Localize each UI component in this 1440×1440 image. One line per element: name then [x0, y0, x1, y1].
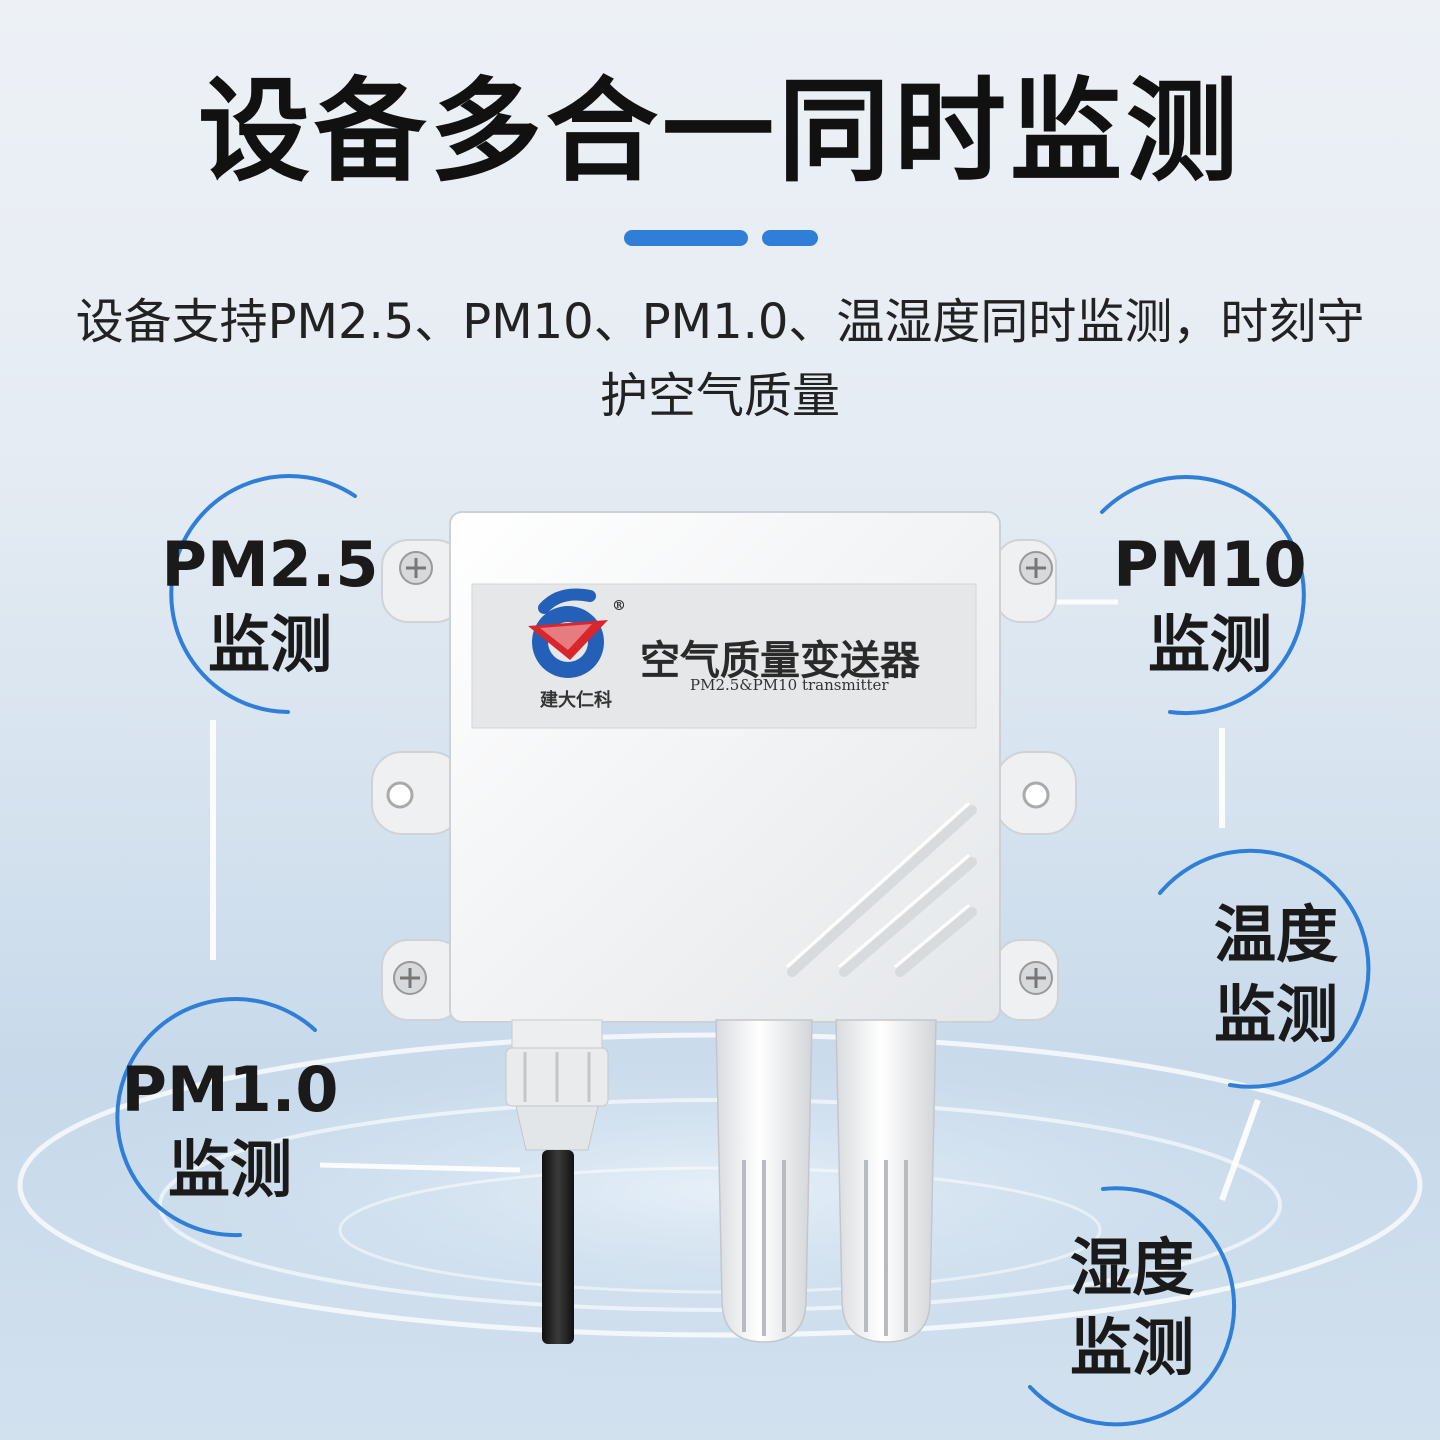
feature-pm1: PM1.0 监测: [110, 1050, 350, 1210]
feature-temp: 温度 监测: [1156, 895, 1396, 1055]
feature-pm10: PM10 监测: [1090, 525, 1330, 685]
product-name-english: PM2.5&PM10 transmitter: [690, 676, 889, 694]
pm10-circle-icon: [1100, 475, 1306, 716]
subtitle-line-1: 设备支持PM2.5、PM10、PM1.0、温湿度同时监测，时刻守: [75, 294, 1365, 350]
cable-gland: [505, 1019, 609, 1151]
pm1-circle-icon: [115, 997, 317, 1238]
feature-temp-subtitle: 监测: [1213, 978, 1338, 1051]
sensor-probe-right: [835, 1019, 937, 1343]
feature-pm10-subtitle: 监测: [1147, 608, 1272, 681]
air-quality-transmitter-device: [371, 511, 1077, 1344]
sensor-probe-left: [715, 1019, 813, 1343]
feature-pm10-title: PM10: [1113, 528, 1307, 601]
feature-pm1-title: PM1.0: [121, 1053, 339, 1126]
feature-pm25: PM2.5 监测: [150, 525, 390, 685]
subtitle: 设备支持PM2.5、PM10、PM1.0、温湿度同时监测，时刻守 护空气质量: [50, 285, 1390, 433]
page-headline: 设备多合一同时监测: [198, 67, 1242, 197]
feature-pm25-subtitle: 监测: [207, 608, 332, 681]
feature-pm1-subtitle: 监测: [167, 1133, 292, 1206]
product-name: 空气质量变送器: [640, 637, 920, 684]
feature-humid-title: 湿度: [1069, 1231, 1194, 1304]
vent-grooves: [787, 805, 977, 977]
brand-logo-icon: [528, 588, 608, 678]
power-cable: [542, 1150, 574, 1344]
feature-humid: 湿度 监测: [1012, 1228, 1252, 1388]
feature-temp-title: 温度: [1213, 898, 1338, 971]
screw-icons: [386, 551, 1053, 995]
feature-humid-subtitle: 监测: [1069, 1311, 1194, 1384]
temp-circle-icon: [1158, 848, 1371, 1089]
accent-bar-short: [762, 230, 818, 246]
humid-circle-icon: [1028, 1186, 1237, 1427]
feature-pm25-title: PM2.5: [161, 528, 379, 601]
pm25-circle-icon: [169, 474, 357, 714]
accent-bar-long: [624, 230, 748, 246]
subtitle-line-2: 护空气质量: [599, 368, 840, 424]
brand-name: 建大仁科: [540, 690, 612, 711]
registered-mark: ®: [612, 598, 626, 614]
